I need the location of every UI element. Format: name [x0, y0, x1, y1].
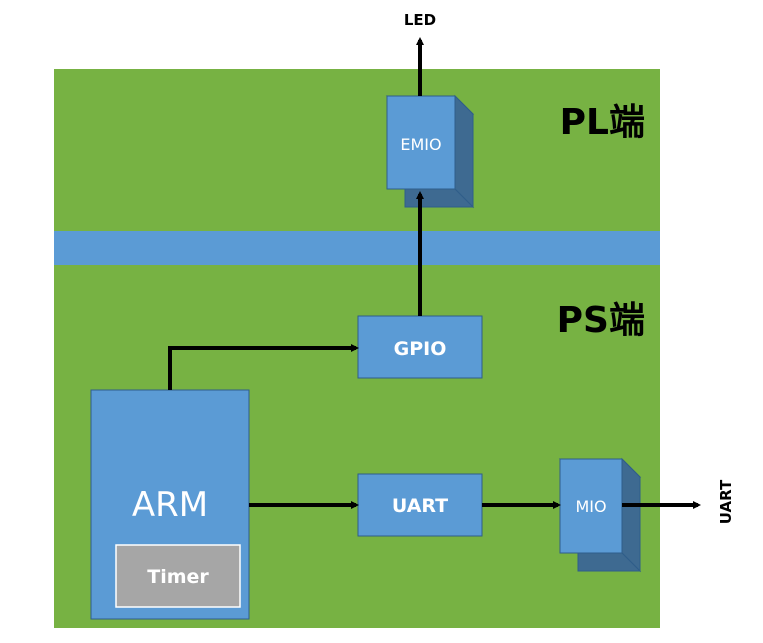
- timer-block: Timer: [115, 544, 241, 608]
- pl-region: [54, 69, 660, 231]
- arm-to-gpio-arrow: [168, 344, 359, 390]
- separator-band: [54, 231, 660, 265]
- gpio-label: GPIO: [394, 338, 447, 360]
- uart-block: UART: [357, 473, 483, 537]
- mio-block: MIO: [558, 457, 642, 573]
- emio-block: EMIO: [385, 94, 475, 209]
- uart-output-label: UART: [717, 479, 735, 524]
- mio-label: MIO: [575, 497, 606, 516]
- arm-label: ARM: [132, 485, 208, 525]
- led-output-label: LED: [404, 11, 436, 29]
- ps-label: PS端: [557, 300, 645, 341]
- timer-label: Timer: [147, 566, 209, 588]
- uart-label: UART: [392, 495, 448, 517]
- gpio-block: GPIO: [357, 315, 483, 379]
- emio-label: EMIO: [400, 135, 441, 154]
- pl-label: PL端: [560, 102, 645, 143]
